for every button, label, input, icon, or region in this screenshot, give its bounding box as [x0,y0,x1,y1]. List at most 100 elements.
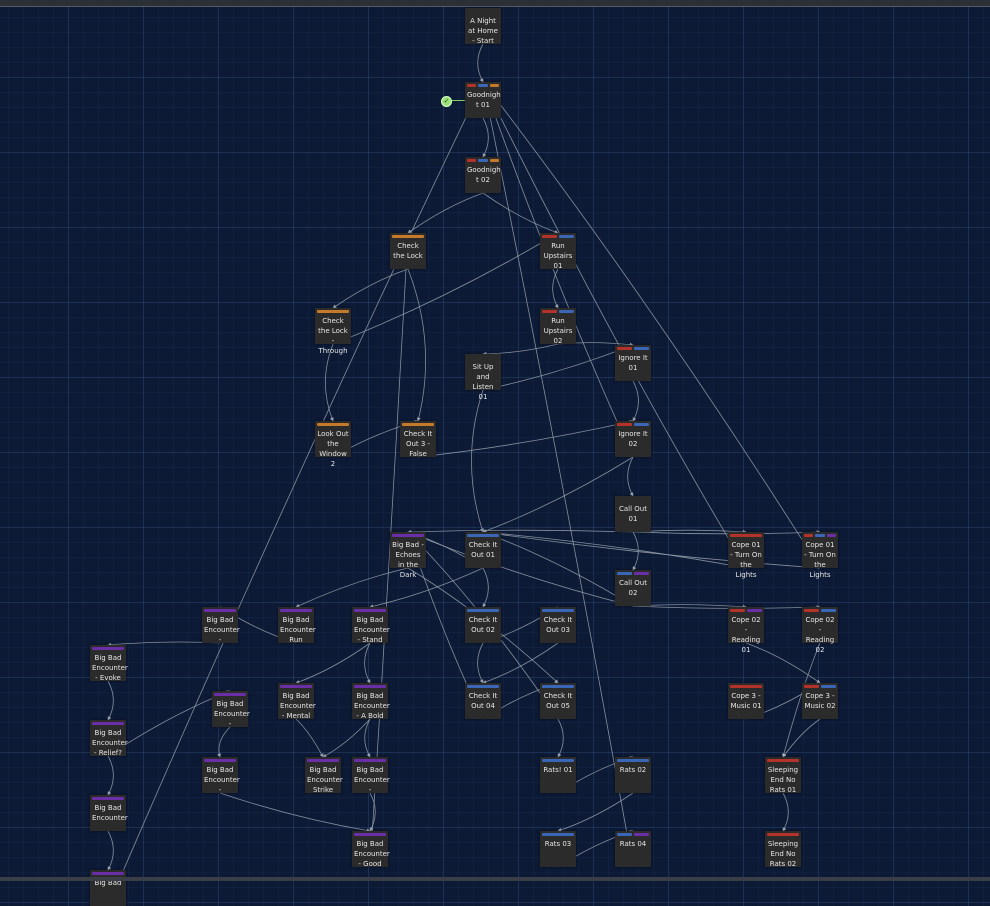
connection-callout01-to-bigbadechoes [407,529,634,534]
node-label: Call Out 01 [619,505,647,523]
tag-purple [747,609,762,612]
node-bbe_encounter[interactable]: Big Bad Encounter [90,795,128,831]
node-tags [467,356,499,359]
tag-purple [826,534,836,537]
node-callout01[interactable]: Call Out 01 [615,496,651,532]
node-checkout01[interactable]: Check It Out 01 [465,532,501,568]
connection-sleep01-to-sleep02 [782,792,789,832]
node-checklock[interactable]: Check the Lock [390,233,426,269]
node-bbe_dash1[interactable]: Big Bad Encounter - [202,607,240,644]
node-runup01[interactable]: Run Upstairs 01 [540,233,576,270]
node-checkout03[interactable]: Check It Out 03 [540,607,576,643]
node-checkout05[interactable]: Check It Out 05 [540,683,576,719]
node-cope01b[interactable]: Cope 01 - Turn On the Lights [802,532,838,579]
node-bbe_dash3[interactable]: Big Bad Encounter - [202,757,240,794]
node-rats04[interactable]: Rats 04 [615,831,651,867]
node-tags [307,759,339,762]
node-label: Big Bad Encounter - [204,616,240,644]
connection-layer [107,43,821,906]
tag-red [767,833,799,836]
node-tags [392,534,424,537]
node-label: Rats 04 [619,840,647,848]
start-check-icon[interactable]: ✓ [441,96,452,107]
tag-blue [634,423,649,426]
tag-blue [467,534,499,537]
node-checkout02[interactable]: Check It Out 02 [465,607,501,643]
node-checklockthrough[interactable]: Check the Lock - Through [315,308,351,355]
node-cope01a[interactable]: Cope 01 - Turn On the Lights [728,532,764,579]
node-sleep02[interactable]: Sleeping End No Rats 02 [765,831,801,868]
node-bbe_cut[interactable]: Big Bad [90,870,126,906]
node-tags [767,759,799,762]
node-bbe_dash4[interactable]: Big Bad Encounter - [352,757,390,794]
node-tags [280,609,312,612]
node-goodnight02[interactable]: Goodnigh t 02 [465,157,501,193]
node-bbe_mental[interactable]: Big Bad Encounter - Mental [278,683,316,720]
node-bbe_dash2[interactable]: Big Bad Encounter - [212,691,250,728]
node-cope3a[interactable]: Cope 3 - Music 01 [728,683,764,719]
node-goodnight01[interactable]: Goodnigh t 01 [465,82,501,118]
node-checkout3[interactable]: Check It Out 3 - False [400,421,436,458]
connection-bbe_bold-to-bbe_dash4 [364,718,371,758]
node-label: Big Bad Encounter [92,804,128,822]
node-cope3b[interactable]: Cope 3 - Music 02 [802,683,838,719]
connection-cope01b-to-checkout01 [482,530,821,569]
node-label: Cope 01 - Turn On the Lights [804,541,836,579]
node-runup02[interactable]: Run Upstairs 02 [540,308,576,345]
node-ignore02[interactable]: Ignore It 02 [615,421,651,457]
node-tags [467,609,499,612]
node-label: Goodnigh t 02 [467,166,501,184]
tag-red [804,685,819,688]
node-bbe_bold[interactable]: Big Bad Encounter - A Bold [352,683,390,720]
node-label: Big Bad Encounter Run [280,616,316,644]
node-bbe_strike[interactable]: Big Bad Encounter Strike [305,757,343,794]
tag-blue [617,833,632,836]
node-callout02[interactable]: Call Out 02 [615,570,651,606]
node-label: Big Bad Encounter - Stand [354,616,390,644]
node-rats03[interactable]: Rats 03 [540,831,576,867]
node-label: Rats! 01 [543,766,573,774]
tag-red [617,423,632,426]
node-tags [467,84,499,87]
connection-cope01a-to-goodnight01 [482,81,747,569]
node-tags [617,572,649,575]
node-label: Rats 02 [619,766,647,774]
node-label: Big Bad Encounter - [354,766,390,794]
node-label: Look Out the Window 2 [317,430,349,468]
node-tags [804,609,836,612]
tag-red [467,84,477,87]
node-tags [730,609,762,612]
node-label: Cope 3 - Music 02 [804,692,836,710]
connection-checkout03-to-checkout04 [482,642,559,684]
node-bbe_evoke[interactable]: Big Bad Encounter - Evoke [90,645,128,682]
tag-purple [204,609,236,612]
node-start[interactable]: A Night at Home - Start [465,8,501,45]
node-bbe_relief[interactable]: Big Bad Encounter - Relief? [90,720,128,757]
node-tags [467,10,499,13]
node-situp[interactable]: Sit Up and Listen 01 [465,354,501,401]
node-bigbadechoes[interactable]: Big Bad - Echoes in the Dark [390,532,426,579]
node-rats02[interactable]: Rats 02 [615,757,651,793]
tag-purple [92,722,124,725]
node-bbe_run[interactable]: Big Bad Encounter Run [278,607,316,644]
connection-callout01-to-cope01b [632,530,821,535]
node-rats01[interactable]: Rats! 01 [540,757,576,793]
node-lookout[interactable]: Look Out the Window 2 [315,421,351,468]
node-tags [542,609,574,612]
node-tags [617,347,649,350]
node-checkout04[interactable]: Check It Out 04 [465,683,501,719]
node-tags [402,423,434,426]
node-bbe_good[interactable]: Big Bad Encounter - Good [352,831,390,868]
node-cope02b[interactable]: Cope 02 - Reading 02 [802,607,838,654]
start-connector [451,100,465,101]
node-label: Big Bad Encounter - [214,700,250,728]
node-cope02a[interactable]: Cope 02 - Reading 01 [728,607,764,654]
tag-red [542,235,557,238]
connection-runup01-to-runup02 [552,268,559,309]
node-sleep01[interactable]: Sleeping End No Rats 01 [765,757,801,794]
node-ignore01[interactable]: Ignore It 01 [615,345,651,381]
node-bbe_stand[interactable]: Big Bad Encounter - Stand [352,607,390,644]
node-label: Big Bad Encounter - A Bold [354,692,390,720]
node-label: Run Upstairs 01 [543,242,573,270]
node-label: Big Bad - Echoes in the Dark [392,541,424,579]
